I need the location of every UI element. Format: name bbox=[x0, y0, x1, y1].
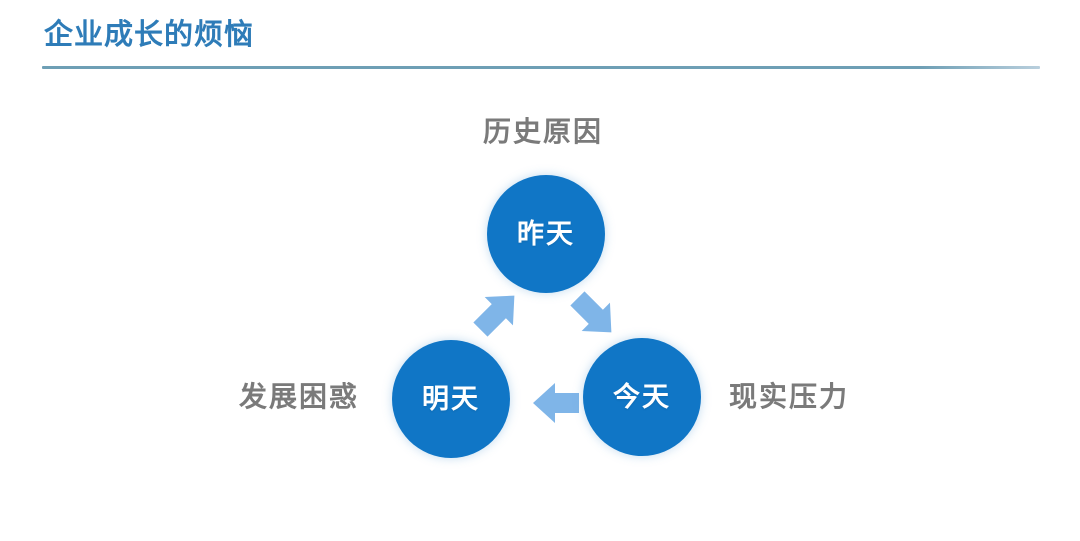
node-tomorrow-label: 明天 bbox=[422, 383, 480, 414]
node-yesterday-label: 昨天 bbox=[517, 218, 575, 249]
node-today-label: 今天 bbox=[613, 381, 671, 412]
title-divider bbox=[42, 66, 1040, 69]
arrow-left-icon bbox=[533, 383, 579, 423]
node-tomorrow[interactable]: 明天 bbox=[392, 340, 510, 458]
caption-growth-confusion: 发展困惑 bbox=[239, 381, 360, 412]
caption-present-pressure: 现实压力 bbox=[729, 381, 850, 412]
arrow-down-right-icon bbox=[570, 291, 612, 333]
arrow-today-to-tomorrow bbox=[527, 373, 587, 438]
node-today[interactable]: 今天 bbox=[583, 338, 701, 456]
arrow-tomorrow-to-yesterday bbox=[466, 284, 526, 349]
page-title: 企业成长的烦恼 bbox=[44, 19, 255, 51]
arrow-up-right-icon bbox=[473, 295, 515, 337]
cycle-diagram: 历史原因 现实压力 发展困惑 bbox=[0, 80, 1080, 541]
node-yesterday[interactable]: 昨天 bbox=[487, 175, 605, 293]
caption-history-reason: 历史原因 bbox=[483, 116, 604, 147]
arrow-yesterday-to-today bbox=[563, 284, 623, 349]
